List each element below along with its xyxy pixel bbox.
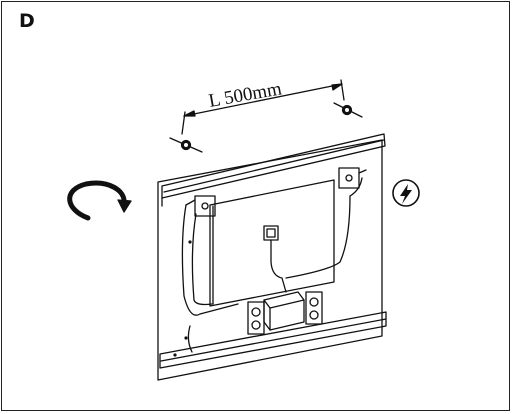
- cables: [181, 177, 363, 353]
- step-label: D: [19, 10, 35, 32]
- dimension-text: L 500mm: [207, 78, 283, 112]
- screw-left-icon: [169, 137, 203, 153]
- display-panel: [209, 179, 335, 307]
- center-switch: [263, 225, 279, 241]
- screw-right-icon: [333, 102, 363, 118]
- wall-plate: [157, 139, 383, 381]
- rotate-ccw-icon: [67, 180, 132, 221]
- top-rail: [161, 133, 386, 207]
- speaker-left: [247, 301, 265, 335]
- lightning-bolt-icon: [392, 179, 420, 207]
- bottom-rail: [159, 311, 387, 369]
- speaker-right: [305, 291, 323, 325]
- bracket-right: [338, 167, 367, 189]
- bracket-left: [185, 195, 216, 217]
- dimension-annotation: L 500mm: [181, 78, 345, 135]
- control-box: [263, 291, 305, 331]
- plate-holes: [173, 240, 192, 357]
